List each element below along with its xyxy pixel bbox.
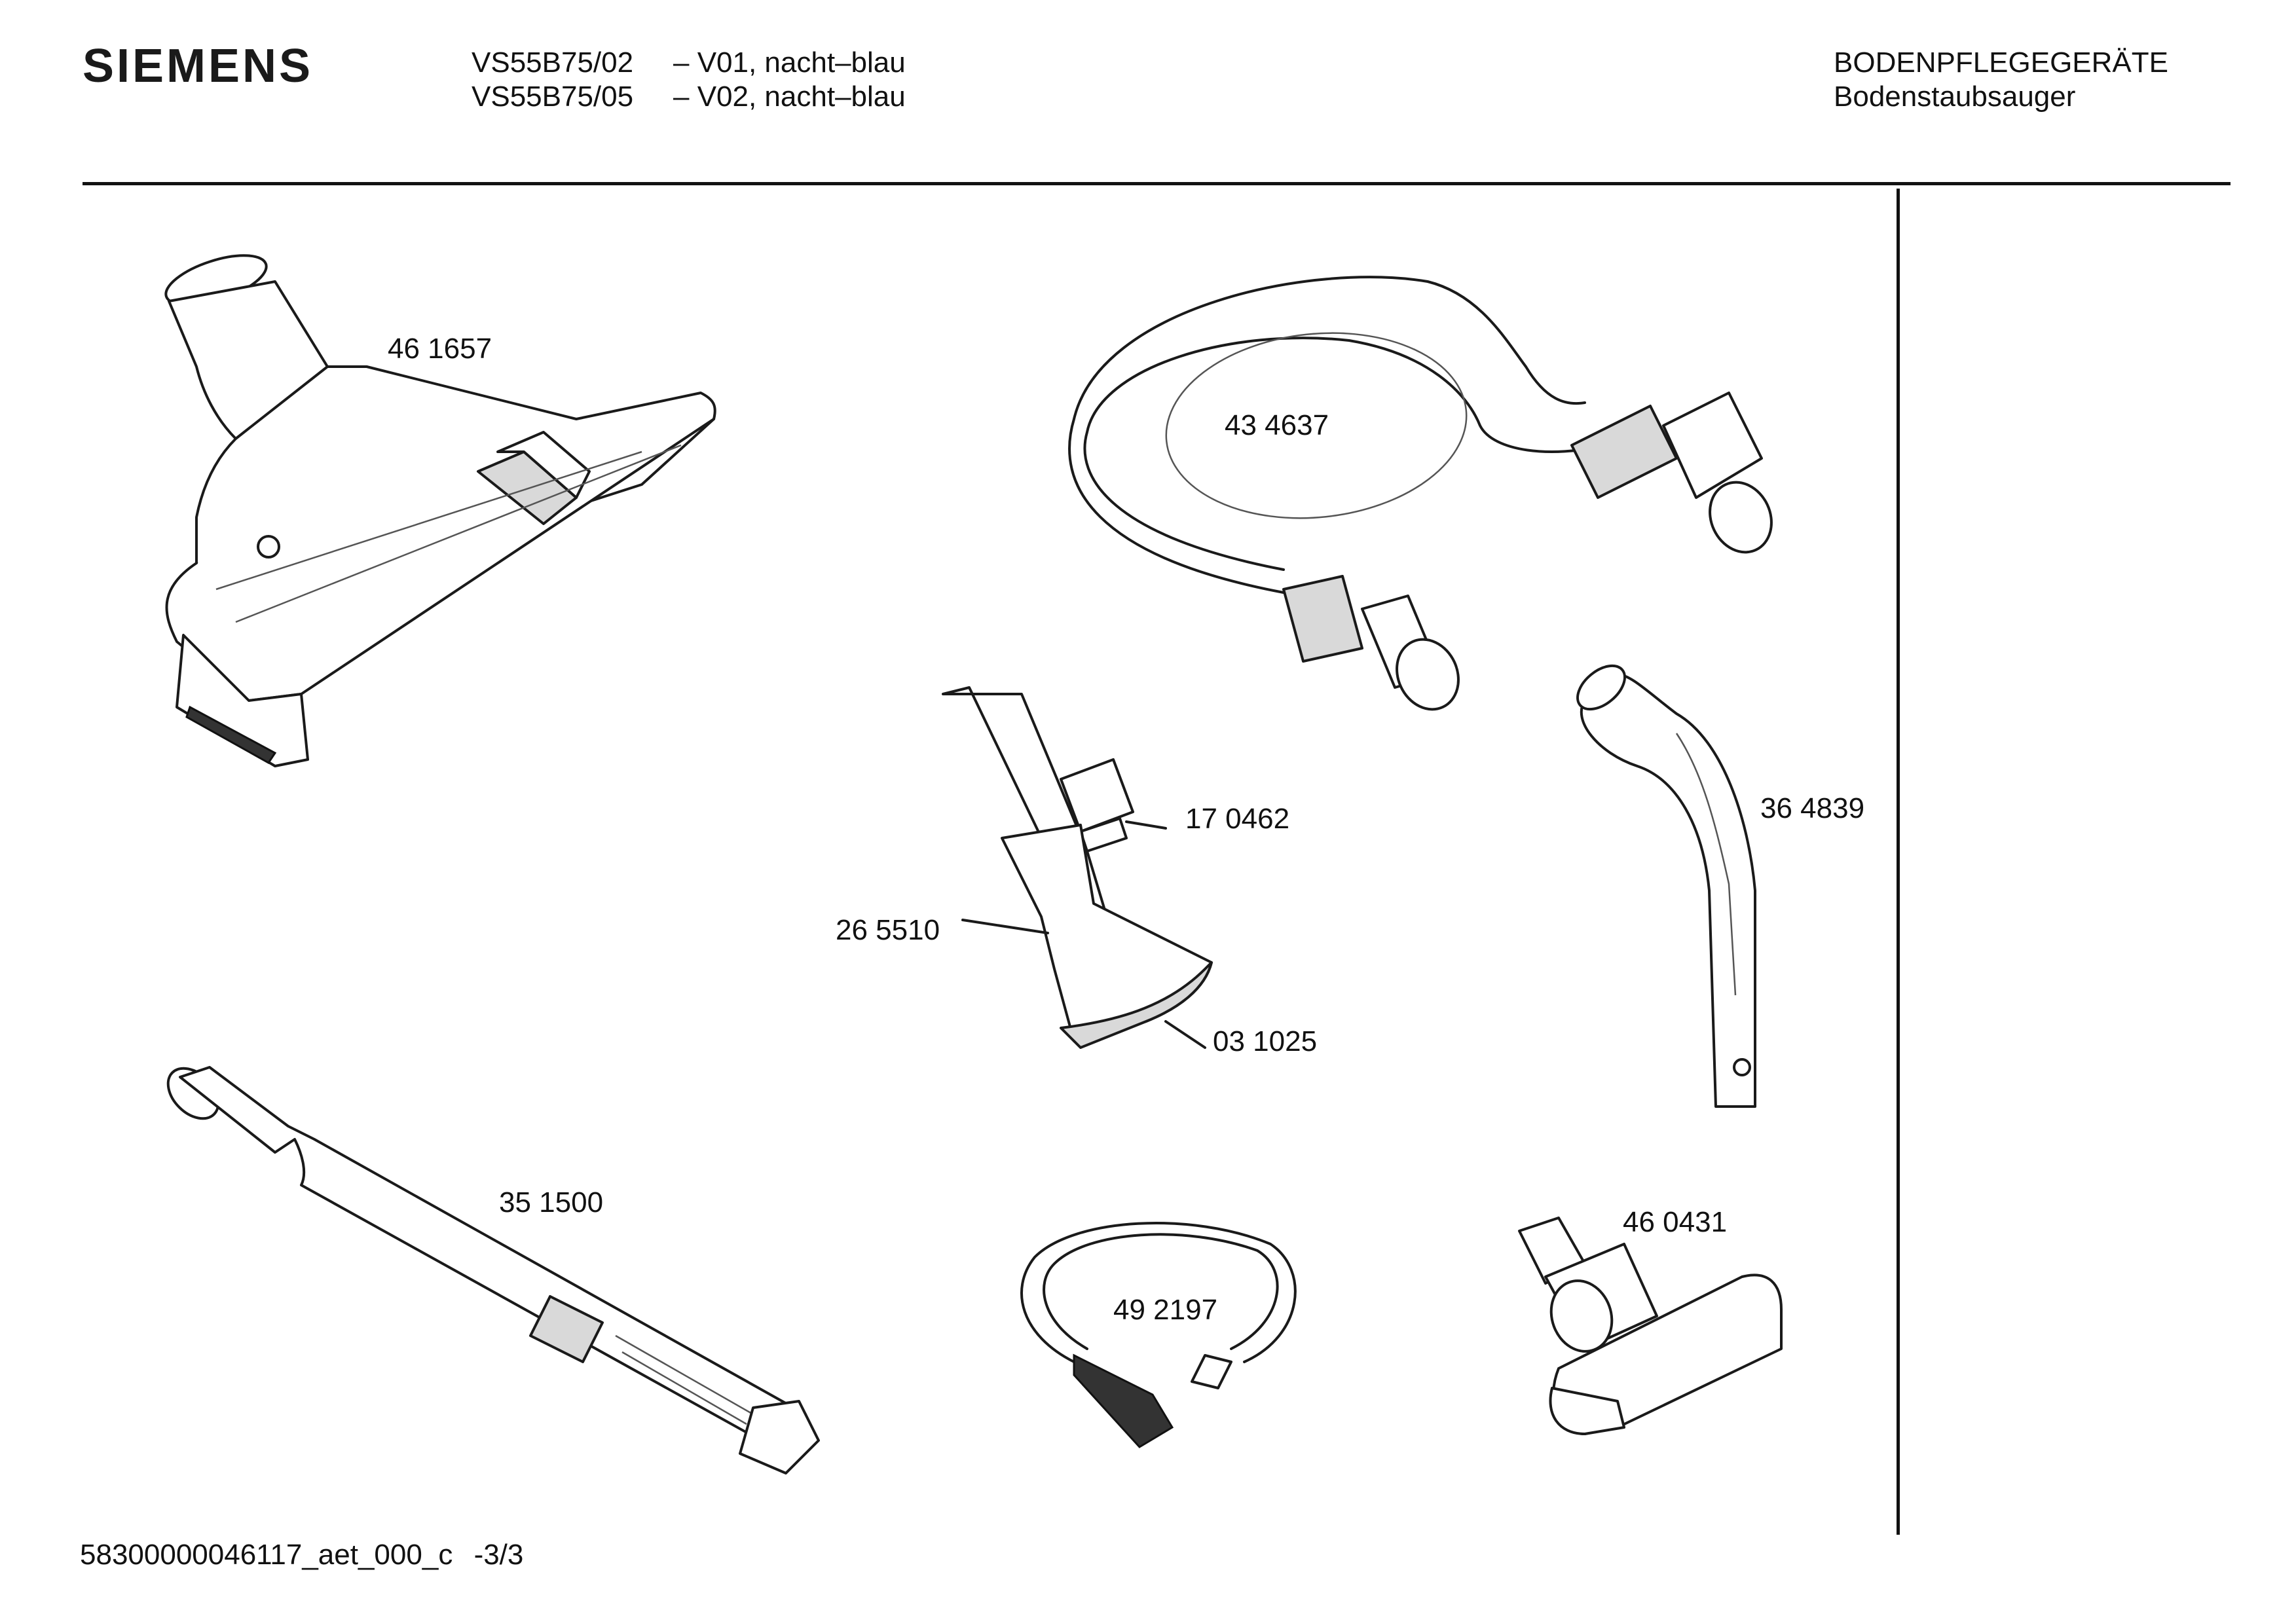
brand-logo: SIEMENS: [83, 40, 314, 92]
part-label-handle-tube: 36 4839: [1760, 792, 1865, 824]
handle-tube-drawing: [1576, 664, 1756, 1108]
footer-doc-number: 58300000046117_aet_000_c: [80, 1539, 453, 1571]
telescopic-tube-drawing: [166, 1066, 820, 1475]
part-label-hose: 43 4637: [1225, 409, 1329, 441]
floor-nozzle-drawing: [164, 254, 716, 767]
part-label-brush-insert: 03 1025: [1213, 1025, 1318, 1057]
turbo-nozzle-drawing: [1518, 1217, 1783, 1435]
model-variant-1: – V01, nacht–blau: [673, 46, 906, 79]
subcategory-title: Bodenstaubsauger: [1834, 81, 2076, 113]
hose-drawing: [1068, 276, 1773, 711]
footer-page-number: -3/3: [473, 1539, 524, 1571]
part-label-crevice-nozzle: 26 5510: [836, 914, 940, 946]
crevice-nozzle-drawing: [942, 686, 1213, 1049]
part-label-cable: 49 2197: [1113, 1294, 1218, 1326]
header-divider: [83, 182, 2231, 185]
model-number-1: VS55B75/02: [472, 46, 634, 79]
category-title: BODENPFLEGEGERÄTE: [1834, 46, 2169, 79]
part-label-clip: 17 0462: [1185, 803, 1290, 835]
part-label-turbo-nozzle: 46 0431: [1623, 1206, 1728, 1238]
model-number-2: VS55B75/05: [472, 81, 634, 113]
footer-doc-id: 58300000046117_aet_000_c -3/3: [80, 1539, 523, 1571]
part-label-floor-nozzle: 46 1657: [388, 333, 492, 365]
cable-drawing: [1020, 1222, 1297, 1448]
clip-drawing: [1060, 758, 1167, 852]
model-variant-2: – V02, nacht–blau: [673, 81, 906, 113]
part-label-telescopic-tube: 35 1500: [499, 1186, 604, 1218]
side-divider: [1897, 189, 1900, 1535]
